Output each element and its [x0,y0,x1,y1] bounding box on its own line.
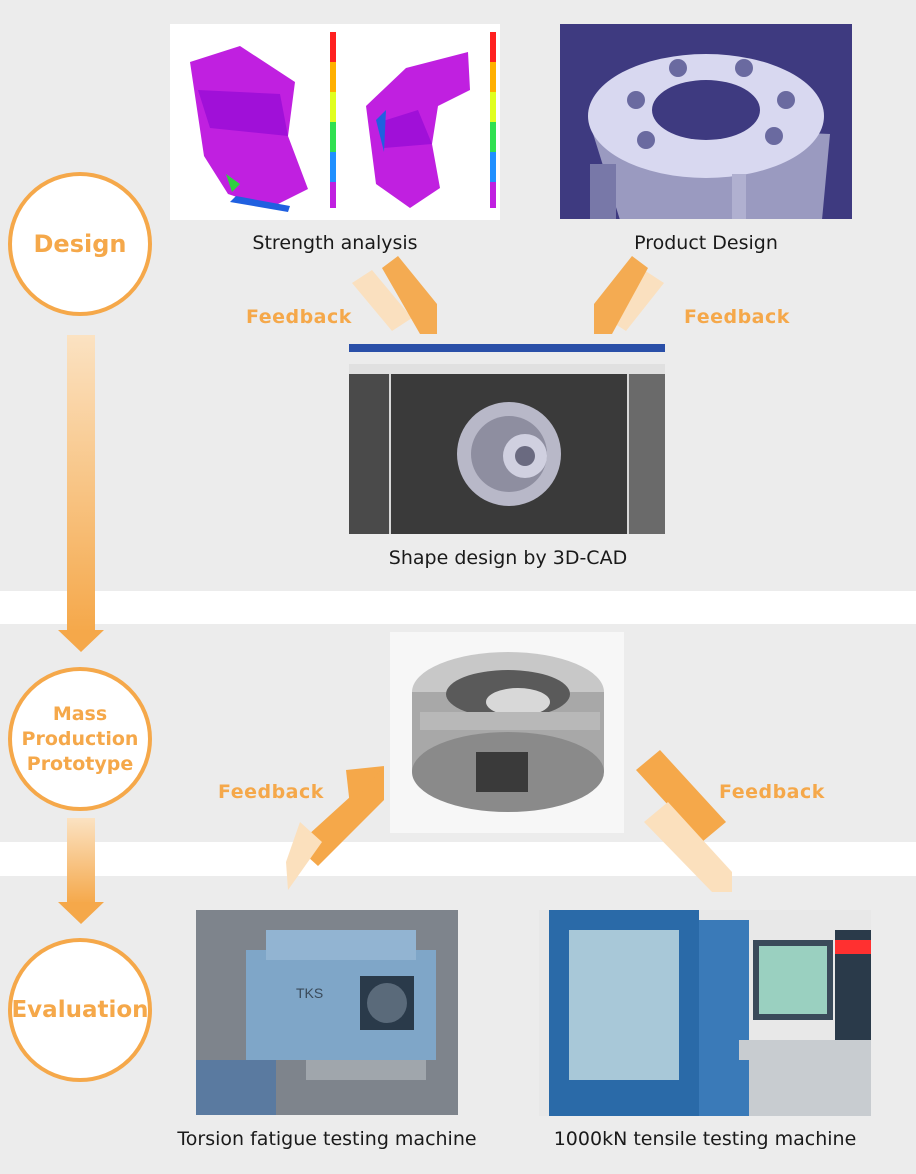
feedback-arrow-left-bottom [286,766,384,890]
feedback-label-bottom-left: Feedback [218,781,324,803]
prototype-part-image [390,632,624,833]
stage-design-label: Design [33,230,127,258]
caption-torsion: Torsion fatigue testing machine [177,1128,477,1150]
cad-screenshot-image [349,344,665,534]
stage-line-1: Mass [52,702,108,725]
product-design-image [560,24,852,219]
flow-arrow-design-to-prototype [58,335,104,652]
caption-strength-analysis: Strength analysis [252,232,418,254]
stage-mass-production-prototype: Mass Production Prototype [8,667,152,811]
caption-tensile: 1000kN tensile testing machine [553,1128,857,1150]
feedback-arrow-right-bottom [636,750,732,892]
stage-evaluation-label: Evaluation [11,997,149,1023]
flow-arrow-prototype-to-evaluation [58,818,104,924]
stage-line-3: Prototype [26,752,134,775]
caption-shape-design: Shape design by 3D-CAD [388,547,628,569]
stage-line-2: Production [21,727,139,750]
strength-analysis-image [170,24,500,220]
torsion-machine-image: TKS [196,910,458,1115]
machine-brand-text: TKS [296,985,323,1001]
stage-design: Design [8,172,152,316]
feedback-arrow-left-top [352,256,437,334]
caption-product-design: Product Design [634,232,778,254]
tensile-machine-image [539,910,871,1116]
feedback-arrow-right-top [594,256,664,334]
feedback-label-top-right: Feedback [684,306,790,328]
feedback-label-bottom-right: Feedback [719,781,825,803]
stage-evaluation: Evaluation [8,938,152,1082]
feedback-label-top-left: Feedback [246,306,352,328]
